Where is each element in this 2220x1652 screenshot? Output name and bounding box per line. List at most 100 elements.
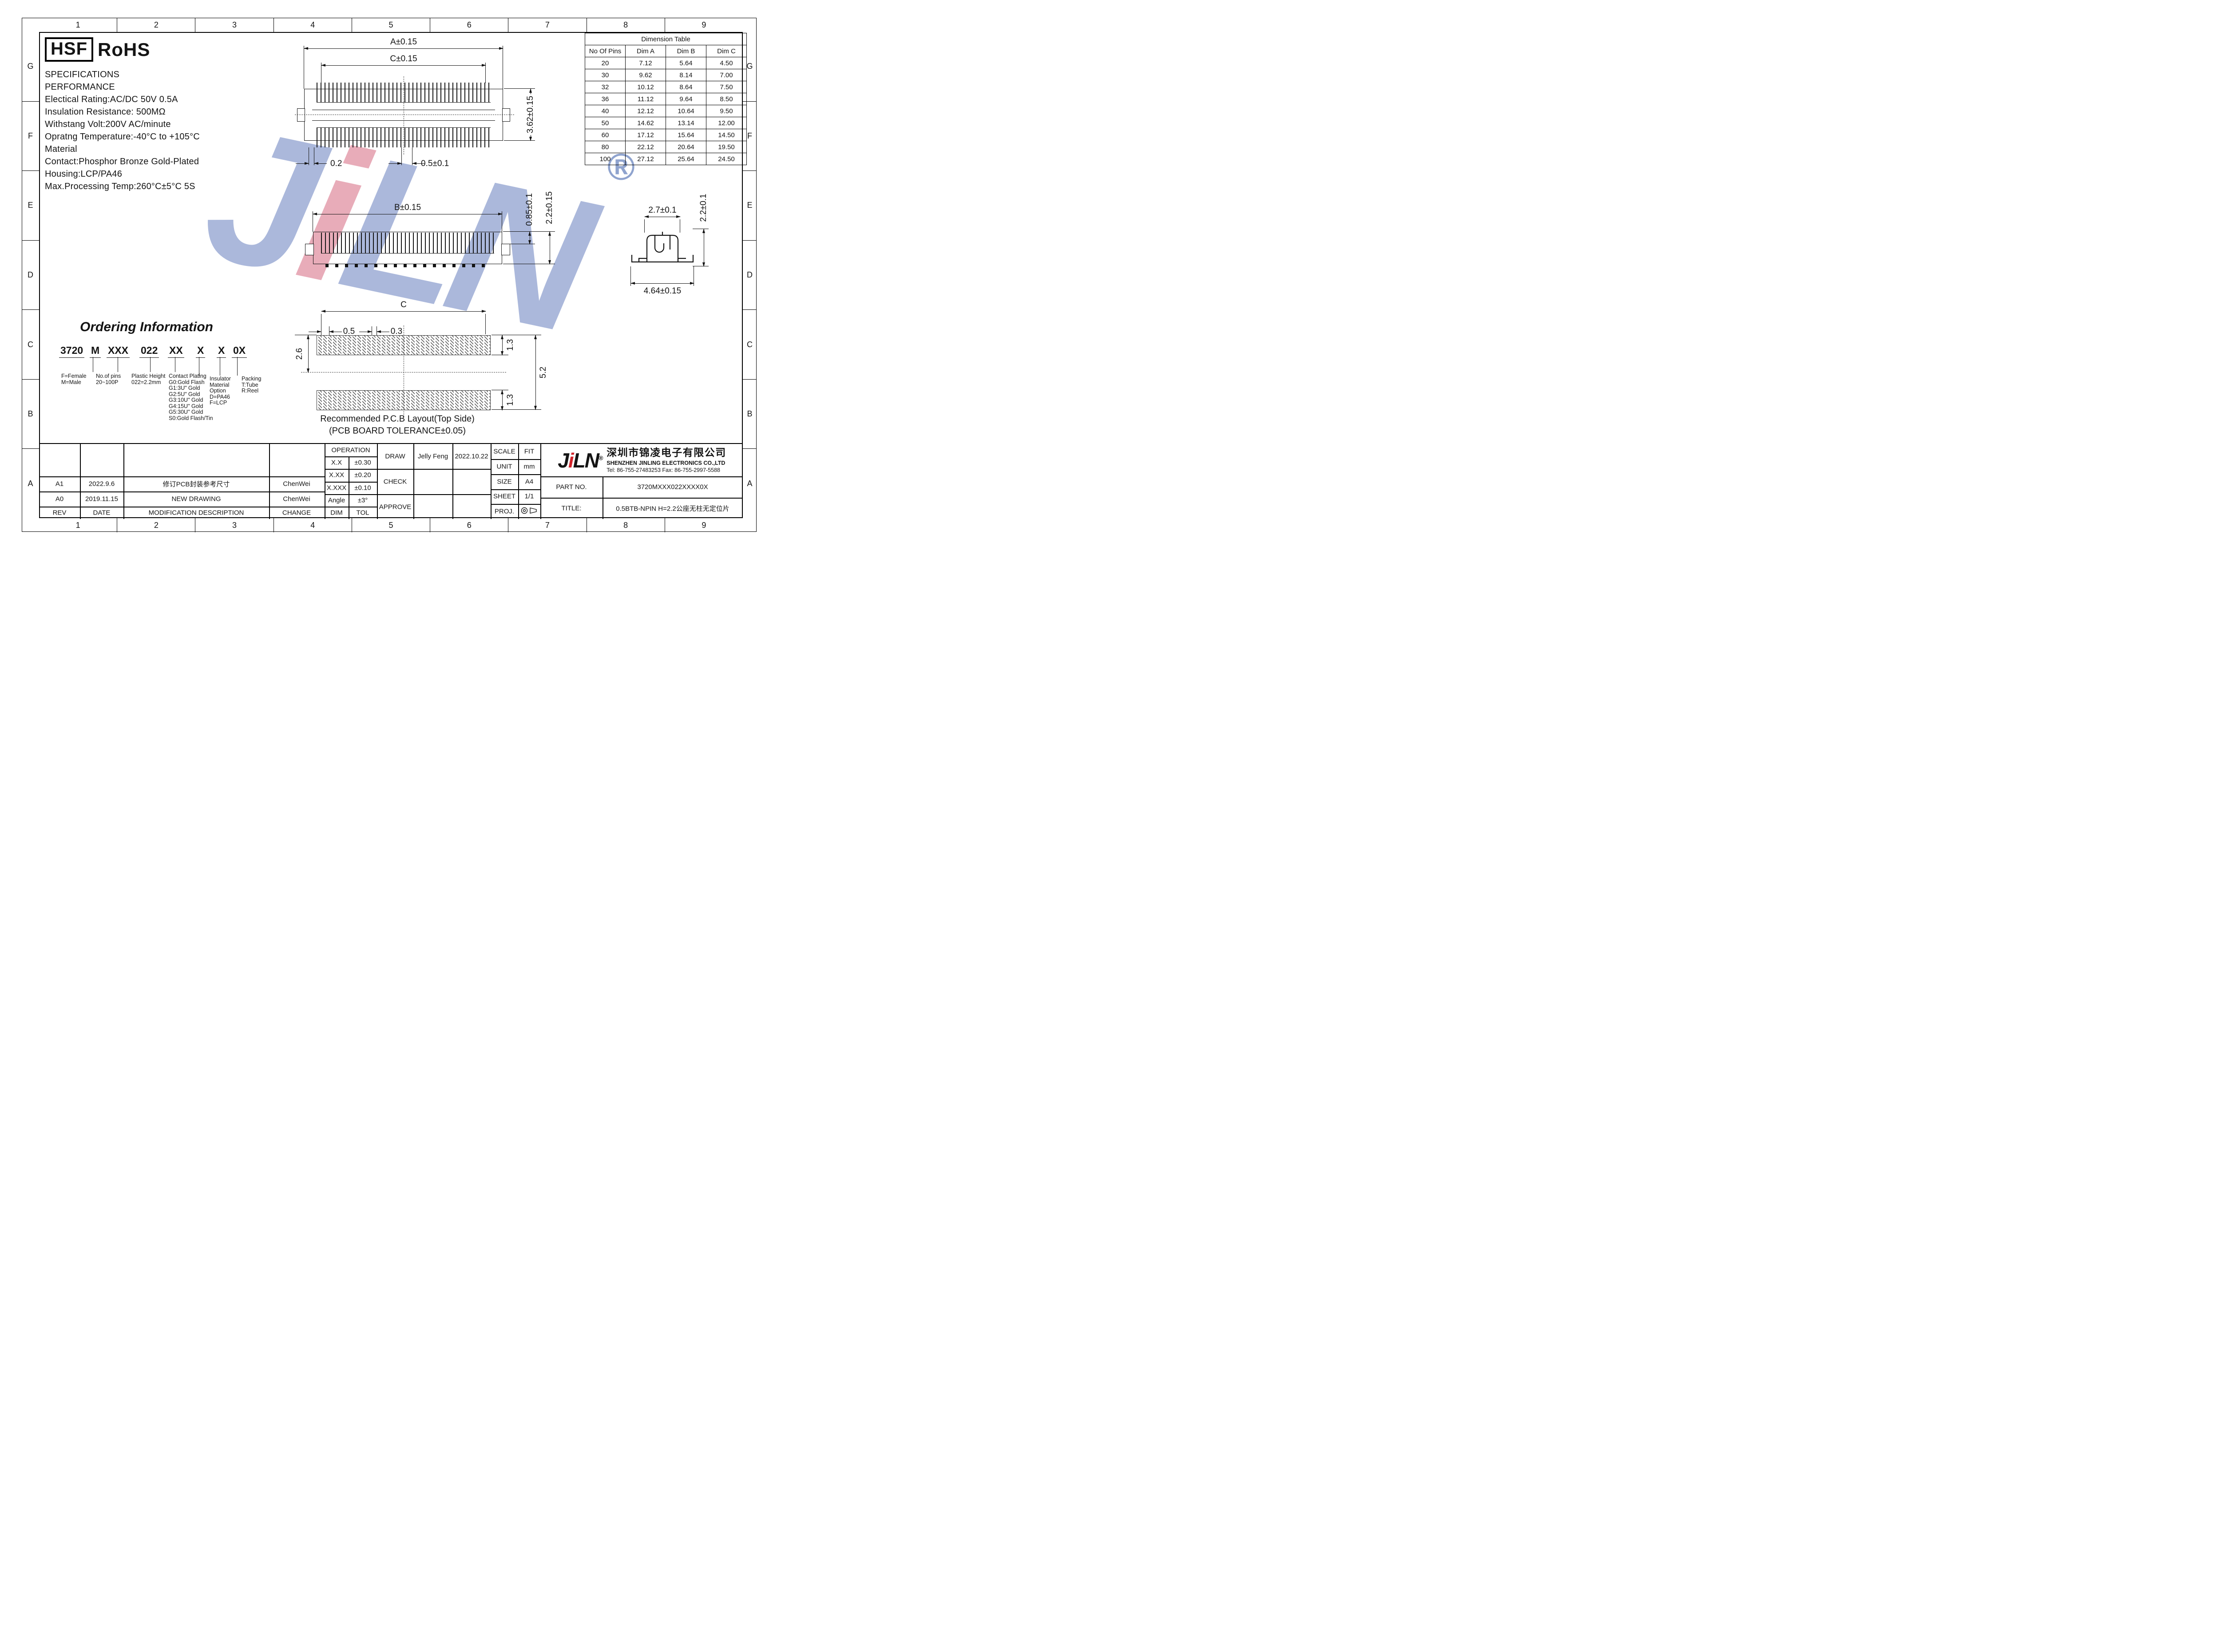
rev-desc: NEW DRAWING: [171, 495, 221, 503]
grid-label: 2: [117, 518, 196, 532]
tol-footer: TOL: [356, 509, 369, 517]
grid-label: G: [22, 32, 39, 102]
dim-label: 3.62±0.15: [526, 94, 535, 135]
company-name-en: SHENZHEN JINLING ELECTRONICS CO.,LTD: [607, 460, 725, 467]
dim-label: 2.6: [295, 348, 304, 360]
tb-line: [325, 482, 377, 483]
rev-change: ChenWei: [283, 495, 310, 503]
tb-line: [491, 444, 492, 519]
rev-header: CHANGE: [282, 509, 311, 517]
spec-block: SPECIFICATIONS PERFORMANCE Electical Rat…: [45, 68, 200, 193]
grid-label: 4: [274, 518, 352, 532]
grid-label: 7: [508, 518, 587, 532]
info-value: 1/1: [524, 492, 534, 500]
grid-label: 3: [195, 18, 274, 32]
tb-line: [491, 459, 540, 460]
rev-header: DATE: [93, 509, 111, 517]
tol-val: ±0.30: [354, 459, 371, 467]
dim-label: 1.3: [506, 394, 515, 406]
rev-change: ChenWei: [283, 480, 310, 488]
grid-label: 5: [352, 518, 431, 532]
tb-line: [491, 474, 540, 475]
grid-label: A: [747, 479, 753, 488]
dim-label: 0.5: [343, 327, 355, 336]
grid-label: 6: [430, 18, 509, 32]
dim-label: C: [400, 300, 407, 309]
tb-line: [325, 469, 491, 470]
tolerance-title: OPERATION: [331, 446, 370, 454]
tol-val: ±0.10: [354, 484, 371, 492]
dim-line: [314, 162, 327, 165]
code-segment: 022: [139, 345, 159, 358]
tol-val: ±0.20: [354, 471, 371, 479]
dim-label: 2.2±0.15: [545, 191, 554, 224]
signoff-draw-name: Jelly Feng: [417, 452, 448, 460]
grid-label: 5: [352, 18, 431, 32]
signoff-check: CHECK: [383, 478, 407, 486]
tb-line: [80, 444, 81, 519]
dim-label: 2.7±0.1: [648, 206, 677, 215]
grid-label: G: [743, 32, 757, 102]
tb-line: [491, 489, 540, 490]
company-names: 深圳市锦凌电子有限公司 SHENZHEN JINLING ELECTRONICS…: [607, 446, 726, 474]
grid-label: 6: [430, 518, 509, 532]
tb-line: [269, 444, 270, 519]
info-label: PROJ.: [494, 507, 515, 515]
tol-footer: DIM: [330, 509, 343, 517]
grid-label: 1: [39, 518, 118, 532]
spec-line: Opratng Temperature:-40°C to +105°C: [45, 132, 200, 142]
grid-label: 2: [117, 18, 196, 32]
outer-border: [22, 18, 757, 532]
dim-line: [534, 335, 537, 410]
dim-label: C±0.15: [390, 54, 417, 63]
spec-line: Withstang Volt:200V AC/minute: [45, 119, 171, 129]
grid-label: F: [743, 102, 757, 171]
title-block: A1 2022.9.6 修订PCB封装参考尺寸 ChenWei A0 2019.…: [39, 443, 743, 519]
jiln-logo: JiLN®: [558, 448, 603, 472]
grid-label: D: [22, 241, 39, 310]
col-header: Dim C: [706, 45, 747, 57]
tb-line: [123, 444, 124, 519]
dim-line: [630, 281, 694, 285]
grid-label: F: [22, 102, 39, 171]
company-name-cn: 深圳市锦凌电子有限公司: [607, 447, 726, 459]
extension-line: [630, 266, 631, 286]
fitting-left: [305, 244, 314, 255]
info-value: FIT: [524, 448, 535, 456]
grid-label: C: [743, 310, 757, 380]
tol-dim: X.X: [331, 459, 342, 467]
tb-line: [540, 498, 743, 499]
rohs-logo: RoHS: [98, 39, 151, 60]
grid-label: B: [743, 380, 757, 449]
col-header: Dim B: [666, 45, 706, 57]
code-segment: X: [217, 345, 226, 358]
dim-line-A: [304, 47, 503, 50]
signoff-approve: APPROVE: [379, 503, 412, 511]
dim-label: 1.3: [506, 339, 515, 351]
grid-label: 8: [587, 18, 665, 32]
ordering-title: Ordering Information: [80, 320, 213, 334]
tol-val: ±3°: [357, 496, 368, 504]
code-segment: XX: [168, 345, 184, 358]
dim-line: [306, 335, 309, 373]
tb-line: [518, 444, 519, 519]
grid-label: 9: [702, 520, 706, 530]
certification-logos: HSF RoHS: [45, 37, 150, 62]
dim-label: 0.3: [390, 327, 403, 336]
hsf-logo: HSF: [45, 37, 93, 62]
grid-label: A: [28, 479, 33, 488]
grid-label: E: [22, 171, 39, 241]
code-segment: X: [196, 345, 206, 358]
extension-line: [644, 219, 645, 233]
dim-label: 0.5±0.1: [421, 159, 449, 168]
dimension-table-title: Dimension Table: [585, 33, 747, 45]
spec-line: Electical Rating:AC/DC 50V 0.5A: [45, 95, 178, 104]
dim-line: [321, 309, 486, 313]
col-header: Dim A: [625, 45, 666, 57]
tb-line: [540, 476, 743, 477]
